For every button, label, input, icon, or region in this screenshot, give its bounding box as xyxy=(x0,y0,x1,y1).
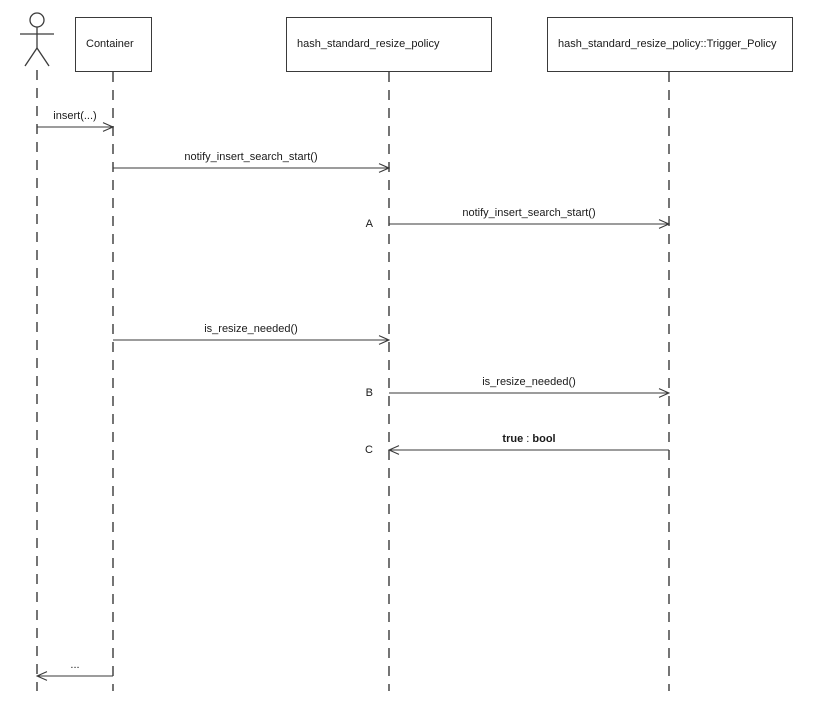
messages-group xyxy=(37,127,669,676)
message-label-is-resize-needed-1: is_resize_needed() xyxy=(204,323,298,335)
participant-box-trigger-policy[interactable]: hash_standard_resize_policy::Trigger_Pol… xyxy=(547,17,793,72)
participant-label-trigger-policy: hash_standard_resize_policy::Trigger_Pol… xyxy=(558,38,777,50)
sequence-marker-b: B xyxy=(365,387,373,399)
message-label-notify-insert-search-start-2: notify_insert_search_start() xyxy=(462,207,596,219)
lifelines-group xyxy=(36,70,670,691)
sequence-marker-c: C xyxy=(365,444,373,456)
return-type-bool: bool xyxy=(532,433,556,445)
actor-figure xyxy=(20,12,54,67)
message-label-notify-insert-search-start-1: notify_insert_search_start() xyxy=(184,151,318,163)
message-label-final-return: ... xyxy=(70,659,80,671)
sequence-marker-a: A xyxy=(365,218,373,230)
return-value-true: true xyxy=(502,433,524,445)
participant-box-hash-standard-resize-policy[interactable]: hash_standard_resize_policy xyxy=(286,17,492,72)
participant-label-hash-standard-resize-policy: hash_standard_resize_policy xyxy=(297,38,440,50)
participant-label-container: Container xyxy=(86,38,134,50)
participant-box-container[interactable]: Container xyxy=(75,17,152,72)
message-label-true-bool: true : bool xyxy=(502,433,555,445)
message-label-is-resize-needed-2: is_resize_needed() xyxy=(482,376,576,388)
message-label-insert: insert(...) xyxy=(53,110,97,122)
return-separator: : xyxy=(526,433,530,445)
